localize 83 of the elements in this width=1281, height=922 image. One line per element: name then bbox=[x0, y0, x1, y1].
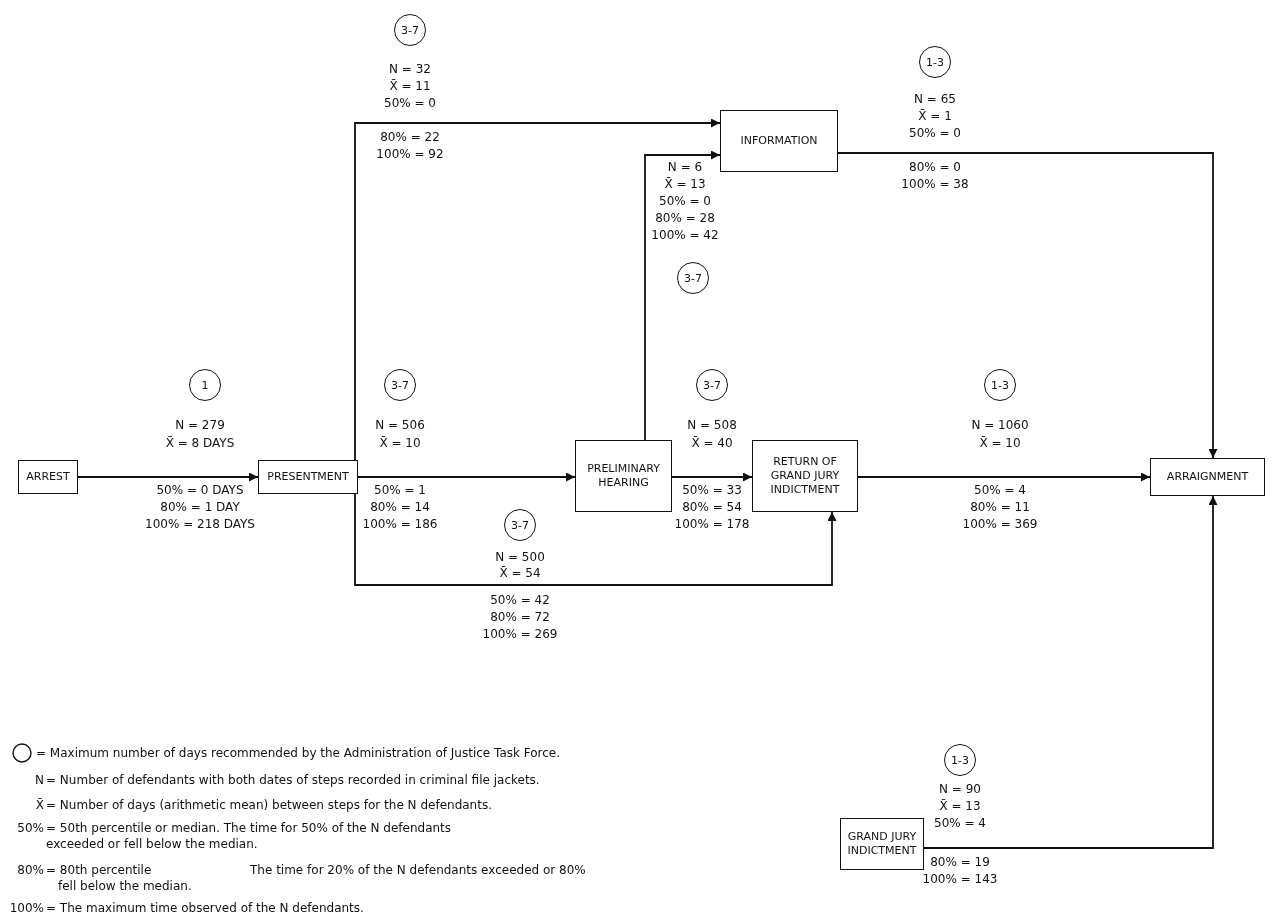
statistic-text: 50% = 0 bbox=[909, 126, 961, 141]
statistic-text: N = 508 bbox=[687, 418, 737, 433]
day-limit-circle: 1-3 bbox=[944, 744, 976, 776]
connector-arrow bbox=[357, 472, 576, 482]
legend-text: = 80th percentile bbox=[46, 862, 153, 878]
connector-arrow bbox=[857, 472, 1151, 482]
key-symbol: 100% bbox=[8, 900, 44, 916]
statistic-text: N = 32 bbox=[389, 62, 431, 77]
legend-text: = Maximum number of days recommended by the Administration of Justice Task Force. bbox=[36, 745, 561, 761]
statistic-text: N = 65 bbox=[914, 92, 956, 107]
statistic-text: 100% = 92 bbox=[376, 147, 444, 162]
statistic-text: 80% = 54 bbox=[682, 500, 742, 515]
process-box: PRELIMINARY HEARING bbox=[575, 440, 672, 512]
legend-text: The time for 20% of the N defendants exceeded or 80% bbox=[250, 862, 587, 878]
statistic-text: 80% = 28 bbox=[655, 211, 715, 226]
process-box: GRAND JURY INDICTMENT bbox=[840, 818, 924, 870]
statistic-text: 50% = 1 bbox=[374, 483, 426, 498]
legend-text: = Number of days (arithmetic mean) between steps for the N defendants. bbox=[46, 797, 492, 813]
statistic-text: X̄ = 10 bbox=[979, 436, 1021, 451]
statistic-text: 50% = 33 bbox=[682, 483, 742, 498]
statistic-text: N = 279 bbox=[175, 418, 225, 433]
statistic-text: X̄ = 54 bbox=[499, 566, 541, 581]
statistic-text: 50% = 0 bbox=[384, 96, 436, 111]
key-symbol: N bbox=[34, 772, 44, 788]
day-limit-circle: 3-7 bbox=[696, 369, 728, 401]
connector-arrow bbox=[77, 472, 259, 482]
statistic-text: 80% = 14 bbox=[370, 500, 430, 515]
day-limit-circle: 1-3 bbox=[984, 369, 1016, 401]
day-limit-circle: 1 bbox=[189, 369, 221, 401]
statistic-text: 80% = 11 bbox=[970, 500, 1030, 515]
statistic-text: 80% = 1 DAY bbox=[160, 500, 240, 515]
legend-text: = 50th percentile or median. The time for 50% of the N defendants exceeded or fell below the median. bbox=[46, 820, 453, 852]
statistic-text: 100% = 38 bbox=[901, 177, 969, 192]
statistic-text: X̄ = 40 bbox=[691, 436, 733, 451]
process-box: RETURN OF GRAND JURY INDICTMENT bbox=[752, 440, 858, 512]
statistic-text: X̄ = 8 DAYS bbox=[165, 436, 235, 451]
statistic-text: 80% = 0 bbox=[909, 160, 961, 175]
statistic-text: 50% = 42 bbox=[490, 593, 550, 608]
legend-text: fell below the median. bbox=[58, 878, 193, 894]
statistic-text: 100% = 269 bbox=[482, 627, 558, 642]
process-box: PRESENTMENT bbox=[258, 460, 358, 494]
statistic-text: N = 1060 bbox=[971, 418, 1029, 433]
connector-arrow bbox=[671, 472, 753, 482]
legend-text: = The maximum time observed of the N defendants. bbox=[46, 900, 364, 916]
key-symbol: 80% bbox=[16, 862, 44, 878]
statistic-text: 100% = 143 bbox=[922, 872, 998, 887]
statistic-text: 80% = 22 bbox=[380, 130, 440, 145]
statistic-text: X̄ = 13 bbox=[939, 799, 981, 814]
key-symbol: X̄ bbox=[34, 797, 44, 813]
day-limit-circle: 1-3 bbox=[919, 46, 951, 78]
statistic-text: N = 6 bbox=[667, 160, 703, 175]
process-box: ARREST bbox=[18, 460, 78, 494]
connector-arrow bbox=[354, 118, 721, 461]
statistic-text: 80% = 72 bbox=[490, 610, 550, 625]
day-limit-circle: 3-7 bbox=[384, 369, 416, 401]
statistic-text: N = 506 bbox=[375, 418, 425, 433]
process-box: ARRAIGNMENT bbox=[1150, 458, 1265, 496]
statistic-text: 100% = 178 bbox=[674, 517, 750, 532]
day-limit-circle: 3-7 bbox=[504, 509, 536, 541]
statistic-text: 100% = 42 bbox=[651, 228, 719, 243]
process-box: INFORMATION bbox=[720, 110, 838, 172]
connector-arrow bbox=[644, 150, 721, 441]
connector-arrow bbox=[354, 493, 837, 586]
connector-arrow bbox=[837, 152, 1218, 459]
statistic-text: 100% = 186 bbox=[362, 517, 438, 532]
day-limit-circle: 3-7 bbox=[394, 14, 426, 46]
statistic-text: N = 90 bbox=[939, 782, 981, 797]
day-limit-circle: 3-7 bbox=[677, 262, 709, 294]
statistic-text: X̄ = 1 bbox=[918, 109, 952, 124]
statistic-text: 50% = 0 bbox=[659, 194, 711, 209]
statistic-text: X̄ = 11 bbox=[389, 79, 431, 94]
statistic-text: 50% = 4 bbox=[934, 816, 986, 831]
key-symbol: 50% bbox=[16, 820, 44, 836]
statistic-text: 100% = 369 bbox=[962, 517, 1038, 532]
statistic-text: 50% = 0 DAYS bbox=[156, 483, 244, 498]
connector-arrow bbox=[923, 495, 1218, 849]
statistic-text: N = 500 bbox=[495, 550, 545, 565]
statistic-text: X̄ = 13 bbox=[664, 177, 706, 192]
statistic-text: X̄ = 10 bbox=[379, 436, 421, 451]
statistic-text: 80% = 19 bbox=[930, 855, 990, 870]
statistic-text: 50% = 4 bbox=[974, 483, 1026, 498]
legend-text: = Number of defendants with both dates of steps recorded in criminal file jackets. bbox=[46, 772, 540, 788]
statistic-text: 100% = 218 DAYS bbox=[145, 517, 255, 532]
